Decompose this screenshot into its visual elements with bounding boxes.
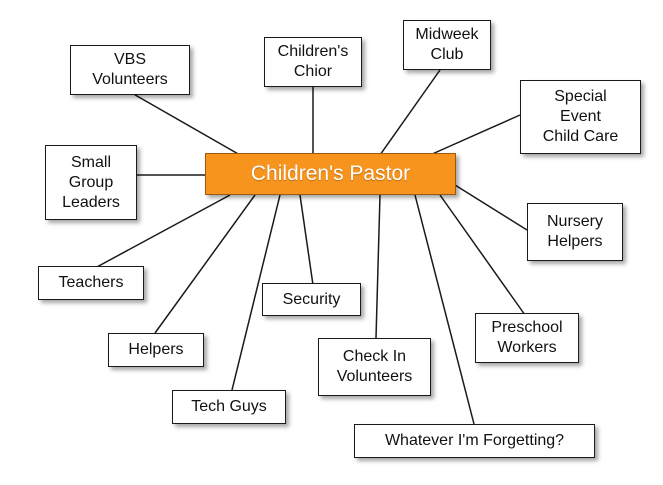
node-whatever-im-forgetting: Whatever I'm Forgetting? <box>354 424 595 458</box>
node-preschool-workers: Preschool Workers <box>475 313 579 363</box>
connector-nursery <box>454 184 528 231</box>
connector-teachers <box>94 194 231 269</box>
connector-check-in <box>375 194 381 339</box>
connector-tech <box>231 194 281 391</box>
node-teachers: Teachers <box>38 266 144 300</box>
connector-forgetting <box>414 194 475 425</box>
center-node-childrens-pastor: Children's Pastor <box>205 153 456 195</box>
node-security: Security <box>262 283 361 316</box>
connector-vbs <box>129 91 241 156</box>
node-midweek-club: Midweek Club <box>403 20 491 70</box>
node-small-group-leaders: Small Group Leaders <box>45 145 137 220</box>
node-nursery-helpers: Nursery Helpers <box>527 203 623 261</box>
node-vbs-volunteers: VBS Volunteers <box>70 45 190 95</box>
node-special-event-child-care: Special Event Child Care <box>520 80 641 154</box>
connector-special-event <box>429 114 521 156</box>
node-helpers: Helpers <box>108 333 204 367</box>
connector-midweek <box>379 69 441 156</box>
node-tech-guys: Tech Guys <box>172 390 286 424</box>
node-childrens-choir: Children's Chior <box>264 37 362 87</box>
connector-security <box>299 194 314 286</box>
connector-helpers <box>154 194 256 334</box>
node-check-in-volunteers: Check In Volunteers <box>318 338 431 396</box>
connector-preschool <box>439 194 526 316</box>
